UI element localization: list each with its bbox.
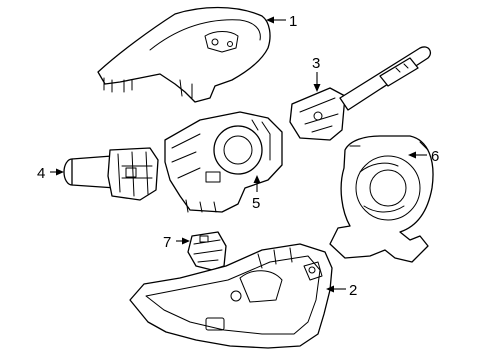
leader-5	[253, 175, 261, 192]
leader-7	[176, 237, 190, 245]
callout-2: 2	[349, 282, 357, 299]
leader-1	[266, 16, 286, 24]
upper-column-cover	[97, 6, 271, 103]
callout-3: 3	[312, 55, 320, 72]
turn-signal-switch	[63, 147, 159, 201]
switch-module	[187, 231, 227, 271]
lower-column-cover	[129, 243, 333, 349]
wiper-switch	[289, 46, 432, 141]
switch-housing	[164, 111, 283, 213]
callout-4: 4	[37, 165, 45, 182]
callout-1: 1	[289, 13, 297, 30]
leader-2	[326, 285, 346, 293]
callout-6: 6	[431, 148, 439, 165]
leader-6	[408, 151, 427, 159]
callout-5: 5	[252, 195, 260, 212]
clock-spring	[329, 135, 434, 263]
leader-3	[313, 72, 321, 92]
leader-4	[50, 168, 64, 176]
callout-7: 7	[163, 234, 171, 251]
